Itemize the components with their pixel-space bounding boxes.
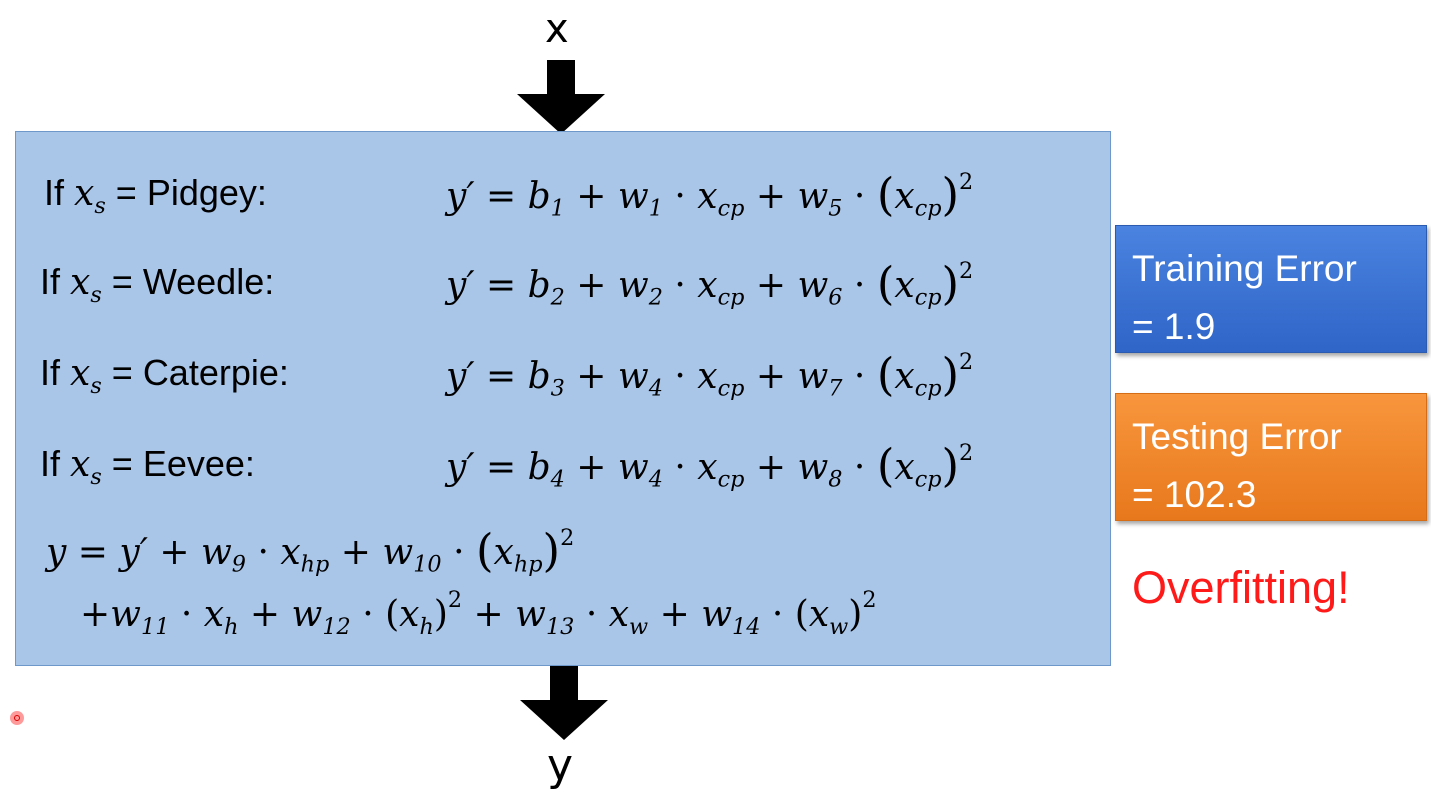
output-label: y <box>547 740 574 791</box>
testing-error-value: = 102.3 <box>1132 474 1257 515</box>
condition-row-1: If xs = Pidgey: <box>44 172 267 219</box>
condition-row-2: If xs = Weedle: <box>40 261 275 308</box>
equation-row-2: y′ = b2 + w2 · xcp + w6 · (xcp)2 <box>446 257 974 311</box>
equation-row-3: y′ = b3 + w4 · xcp + w7 · (xcp)2 <box>446 348 974 402</box>
condition-row-4: If xs = Eevee: <box>40 443 255 490</box>
testing-error-badge: Testing Error = 102.3 <box>1115 393 1427 521</box>
input-label: x <box>545 6 569 52</box>
output-equation-line-2: +w11 · xh + w12 · (xh)2 + w13 · xw + w14… <box>80 587 877 640</box>
equation-row-4: y′ = b4 + w4 · xcp + w8 · (xcp)2 <box>446 439 974 493</box>
arrow-down-icon <box>517 60 605 134</box>
training-error-value: = 1.9 <box>1132 306 1216 347</box>
condition-row-3: If xs = Caterpie: <box>40 352 289 399</box>
cursor-dot <box>10 711 24 725</box>
training-error-badge: Training Error = 1.9 <box>1115 225 1427 353</box>
arrow-down-icon <box>520 666 608 740</box>
model-box: If xs = Pidgey: y′ = b1 + w1 · xcp + w5 … <box>15 131 1111 666</box>
output-equation-line-1: y = y′ + w9 · xhp + w10 · (xhp)2 <box>46 524 575 578</box>
equation-row-1: y′ = b1 + w1 · xcp + w5 · (xcp)2 <box>446 168 974 222</box>
training-error-label: Training Error <box>1132 248 1357 289</box>
overfitting-label: Overfitting! <box>1132 562 1350 613</box>
testing-error-label: Testing Error <box>1132 416 1342 457</box>
